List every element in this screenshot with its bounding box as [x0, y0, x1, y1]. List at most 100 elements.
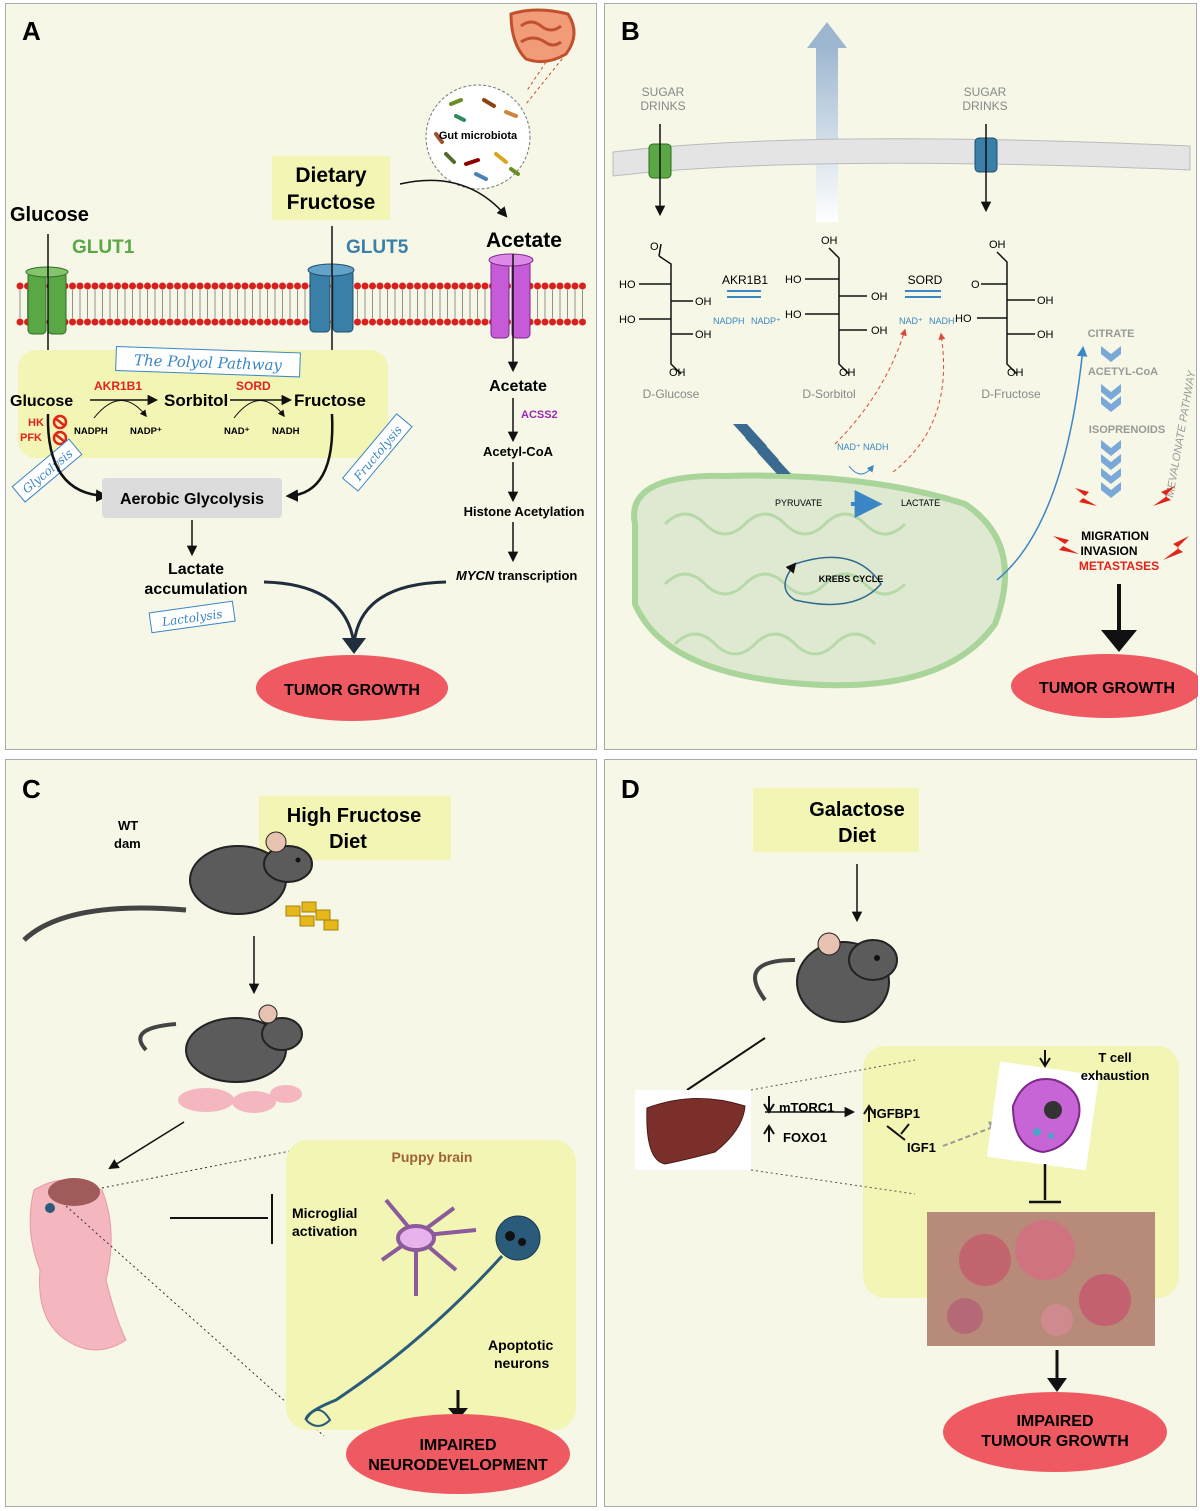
up-arrow-icon: [763, 1124, 775, 1142]
lipid-head: [384, 318, 391, 326]
lipid-head: [564, 282, 571, 290]
nadph-label: NADPH: [713, 316, 745, 326]
lipid-head: [241, 282, 249, 290]
accumulation-label: accumulation: [144, 581, 247, 598]
histone-label: Histone Acetylation: [464, 504, 585, 519]
lipid-head: [466, 318, 474, 326]
lipid-head: [211, 318, 219, 326]
lipid-head: [69, 318, 76, 326]
igf1-label: IGF1: [907, 1140, 936, 1155]
liver-icon: [635, 1090, 751, 1170]
neuron-icon: [304, 1215, 541, 1427]
lipid-head: [211, 282, 219, 290]
ho-label: HO: [619, 314, 636, 326]
krebs-cycle-label: KREBS CYCLE: [819, 574, 884, 584]
lipid-head: [264, 282, 271, 290]
up-arrow-icon: [863, 1104, 875, 1122]
lipid-head: [361, 318, 369, 326]
o-label: O: [650, 241, 659, 253]
sugar-label-left: SUGAR: [642, 85, 685, 99]
lipid-head: [91, 318, 99, 326]
lipid-head: [144, 282, 151, 290]
nad-m-label: NAD⁺: [837, 442, 861, 452]
lipid-head: [226, 282, 234, 290]
acss2-label: ACSS2: [521, 409, 558, 421]
lipid-head: [69, 282, 76, 290]
lipid-head: [136, 282, 144, 290]
lipid-head: [564, 318, 571, 326]
lipid-head: [451, 318, 459, 326]
citrate-label: CITRATE: [1088, 328, 1135, 340]
tumor-growth-ellipse: [256, 655, 448, 721]
lipid-head: [436, 318, 444, 326]
tcell-label-2: exhaustion: [1081, 1068, 1150, 1083]
lipid-head: [444, 318, 451, 326]
lipid-head: [534, 282, 541, 290]
panel-d-diagram: D Galactose Diet mTORC1 FOXO1 IGFBP1 IGF…: [621, 774, 1179, 1472]
bacteria-icons: [434, 98, 520, 181]
microglial-label-2: activation: [292, 1223, 357, 1239]
lipid-head: [76, 282, 84, 290]
upward-arrow: [807, 22, 847, 222]
reversible-arrow-2: [905, 290, 941, 298]
panel-a: A Gut microbiota Dietary Fructose Glucos…: [5, 3, 597, 750]
igfbp1-label: IGFBP1: [873, 1106, 920, 1121]
dam-label: dam: [114, 836, 141, 851]
lipid-head: [196, 282, 204, 290]
lipid-head: [174, 318, 181, 326]
t-cell-icon: [986, 1061, 1100, 1171]
glut5-transporter: [307, 263, 355, 333]
lipid-head: [541, 318, 549, 326]
nadh-m-label: NADH: [863, 442, 889, 452]
lipid-head: [234, 282, 241, 290]
lipid-head: [571, 282, 579, 290]
mouse-with-pups-icon: [138, 1004, 303, 1113]
glut5-label: GLUT5: [346, 237, 409, 258]
lipid-head: [579, 282, 586, 290]
oh-label: OH: [669, 367, 686, 379]
lipid-head: [99, 318, 106, 326]
lipid-head: [84, 318, 91, 326]
impaired-label-2: TUMOUR GROWTH: [981, 1433, 1129, 1450]
foxo1-label: FOXO1: [783, 1130, 827, 1145]
lipid-head: [301, 282, 309, 290]
panel-d: D Galactose Diet mTORC1 FOXO1 IGFBP1 IGF…: [604, 759, 1197, 1507]
panel-c: C WT dam High Fructose Diet Puppy brain …: [5, 759, 597, 1507]
lactate-label: LACTATE: [901, 498, 940, 508]
gut-icon: [509, 8, 576, 64]
oh-label: OH: [1037, 295, 1054, 307]
ho-label: HO: [955, 313, 972, 325]
nad-label: NAD⁺: [224, 426, 250, 437]
fructose-label: Fructose: [287, 191, 376, 214]
diet-label-1: High Fructose: [287, 805, 421, 827]
apoptotic-label-2: neurons: [494, 1355, 549, 1371]
lipid-head: [219, 318, 226, 326]
lipid-head: [271, 318, 279, 326]
glut1-label: GLUT1: [72, 237, 135, 258]
lipid-head: [406, 318, 414, 326]
inhibition-icon: [886, 1123, 910, 1141]
nad-label: NAD⁺: [899, 316, 923, 326]
mouse-icon: [753, 932, 898, 1023]
glucose-outer-label: Glucose: [10, 204, 89, 226]
puppy-brain-label: Puppy brain: [392, 1149, 473, 1165]
oh-label: OH: [1007, 367, 1024, 379]
wt-label: WT: [118, 818, 138, 833]
lipid-head: [376, 282, 384, 290]
lipid-head: [354, 318, 361, 326]
apoptotic-label-1: Apoptotic: [488, 1337, 554, 1353]
lipid-head: [474, 282, 481, 290]
lipid-head: [549, 282, 556, 290]
acetyl-coa-label: ACETYL-CoA: [1088, 366, 1158, 378]
lipid-head: [286, 282, 294, 290]
lipid-head: [234, 318, 241, 326]
lipid-head: [369, 282, 376, 290]
gut-microbiota-circle: [425, 84, 531, 190]
pfk-label: PFK: [20, 432, 42, 444]
d-sorbitol-label: D-Sorbitol: [802, 387, 855, 401]
microglial-label-1: Microglial: [292, 1205, 357, 1221]
lipid-head: [181, 282, 189, 290]
lipid-head: [286, 318, 294, 326]
tcell-label-1: T cell: [1098, 1050, 1131, 1065]
lipid-head: [204, 282, 211, 290]
